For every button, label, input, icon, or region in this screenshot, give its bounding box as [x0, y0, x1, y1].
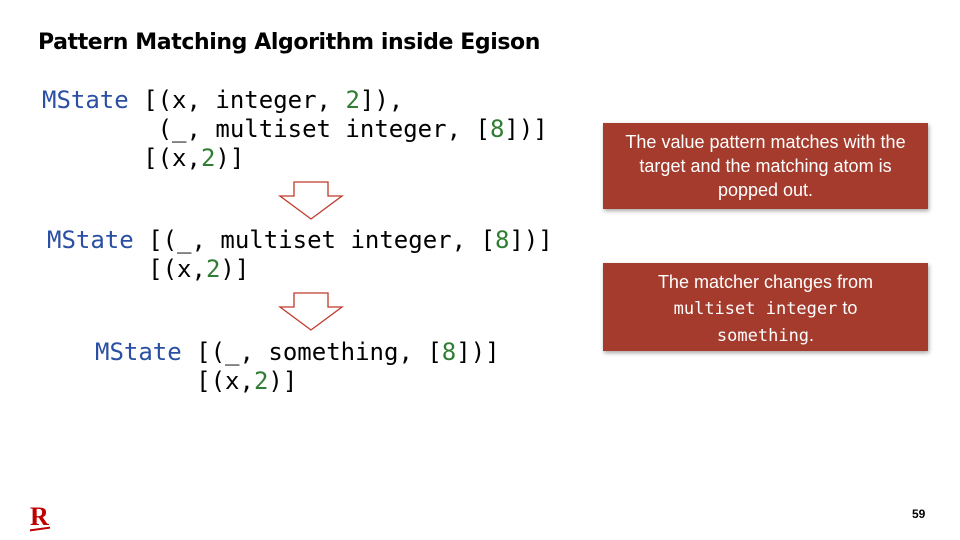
code-block-mstate-2: MState [(_, multiset integer, [8])] [(x,… [47, 226, 553, 284]
code-text: ]), [359, 86, 404, 114]
note-matcher-change: The matcher changes from multiset intege… [603, 263, 928, 351]
down-arrow-icon [278, 292, 344, 331]
page-number: 59 [912, 507, 926, 521]
note-text: to [837, 298, 858, 318]
code-text: [(x, integer, [128, 86, 346, 114]
code-text: [(_, something, [ [181, 338, 442, 366]
code-number: 2 [200, 144, 216, 172]
note-text: The matcher changes from [657, 272, 874, 292]
code-text: )] [215, 144, 245, 172]
code-text: [(x, [95, 367, 254, 395]
code-text: ])] [504, 115, 548, 143]
code-keyword: MState [95, 338, 182, 366]
note-value-pattern: The value pattern matches with the targe… [603, 123, 928, 209]
code-text: [(x, [42, 144, 201, 172]
code-text: ])] [456, 338, 500, 366]
code-text: [(_, multiset integer, [ [133, 226, 495, 254]
code-number: 2 [205, 255, 221, 283]
code-block-mstate-1: MState [(x, integer, 2]), (_, multiset i… [42, 86, 548, 173]
note-code: multiset integer [673, 299, 838, 319]
code-text: )] [268, 367, 298, 395]
code-number: 2 [345, 86, 360, 114]
rakuten-logo: R [30, 502, 49, 531]
code-keyword: MState [47, 226, 134, 254]
code-block-mstate-3: MState [(_, something, [8])] [(x,2)] [95, 338, 500, 396]
code-number: 8 [441, 338, 457, 366]
note-text: The value pattern matches with the targe… [625, 132, 906, 200]
code-text: ])] [509, 226, 553, 254]
code-text: [(x, [47, 255, 206, 283]
note-code: something [716, 326, 810, 346]
down-arrow-icon [278, 181, 344, 220]
code-number: 2 [253, 367, 269, 395]
code-text: (_, multiset integer, [ [42, 115, 490, 143]
note-text: . [809, 325, 815, 345]
code-text: )] [220, 255, 250, 283]
code-number: 8 [494, 226, 510, 254]
code-keyword: MState [42, 86, 129, 114]
code-number: 8 [489, 115, 505, 143]
slide-title: Pattern Matching Algorithm inside Egison [38, 30, 541, 55]
